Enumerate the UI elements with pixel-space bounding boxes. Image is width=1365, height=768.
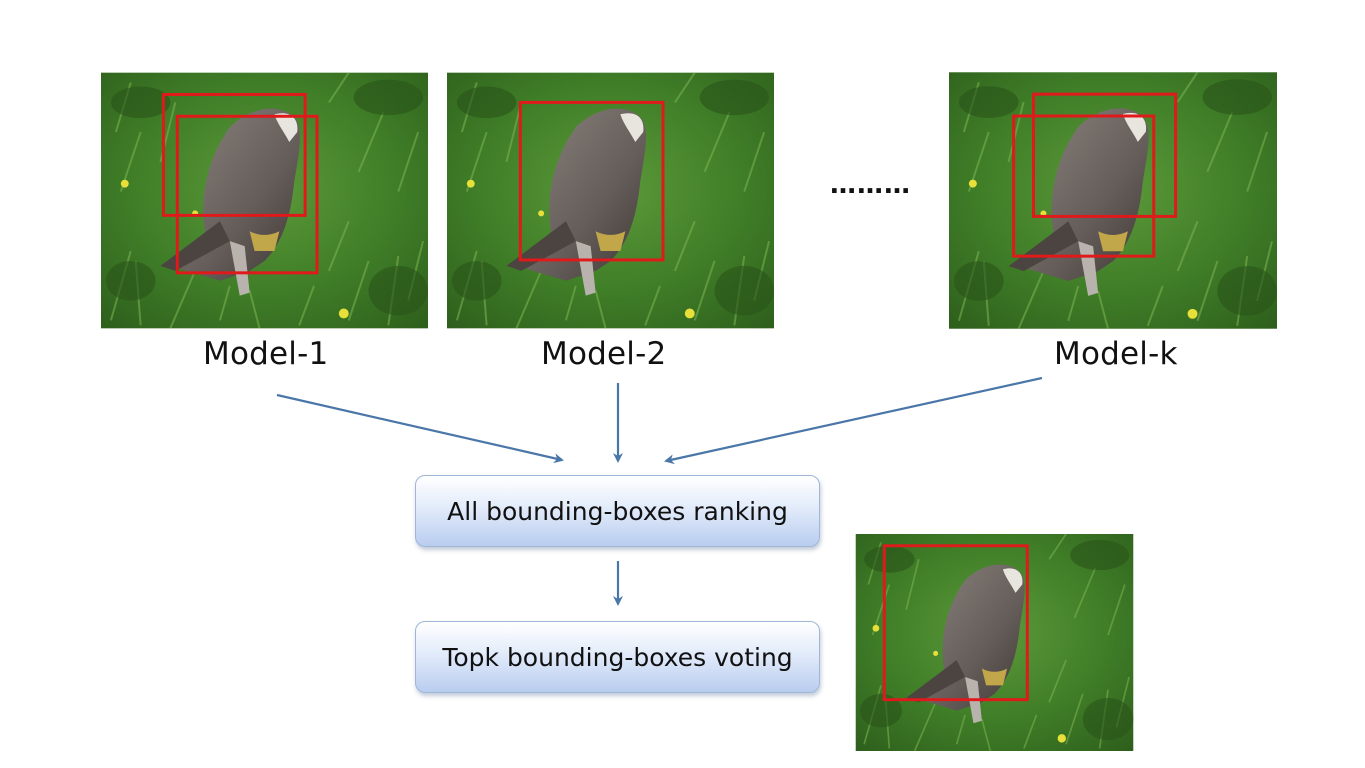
model-1-label: Model-1	[203, 336, 329, 372]
model-k-image	[949, 72, 1277, 329]
arrow-model-k-to-ranking	[664, 376, 1043, 465]
model-2-image	[447, 72, 774, 329]
ellipsis: ………	[830, 170, 911, 200]
result-image	[855, 534, 1134, 751]
model-k-label: Model-k	[1054, 336, 1178, 372]
bounding-box	[175, 114, 319, 275]
model-1-image	[101, 72, 428, 329]
bounding-box	[161, 92, 307, 217]
bounding-box	[1031, 92, 1178, 218]
model-2-label: Model-2	[541, 336, 667, 372]
bounding-box	[518, 100, 665, 262]
bounding-box	[1012, 114, 1156, 258]
arrow-model-1-to-ranking	[276, 393, 564, 464]
ranking-step-box: All bounding-boxes ranking	[415, 475, 820, 547]
bounding-box	[882, 544, 1029, 702]
voting-step-box: Topk bounding-boxes voting	[415, 621, 820, 693]
